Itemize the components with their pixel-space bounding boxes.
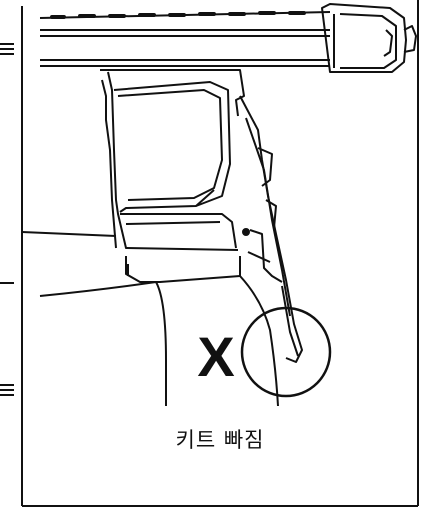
car-body bbox=[21, 231, 279, 407]
crossbar bbox=[39, 3, 417, 73]
rack-foot bbox=[100, 69, 245, 283]
detail-circle bbox=[240, 306, 332, 398]
margin-marks bbox=[0, 43, 14, 396]
caption: 키트 빠짐 bbox=[175, 428, 265, 452]
x-mark: X bbox=[197, 325, 234, 388]
clamp-kit bbox=[239, 95, 303, 363]
panel-frame bbox=[21, 0, 419, 507]
